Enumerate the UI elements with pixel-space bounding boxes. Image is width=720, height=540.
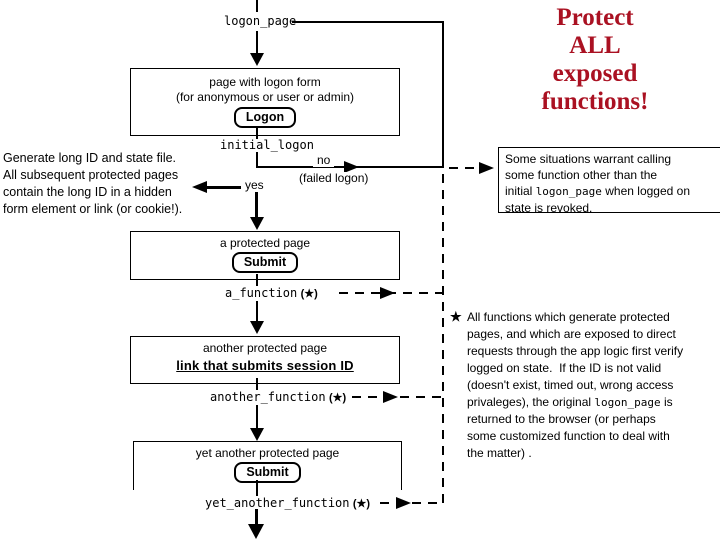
revoke-dash-arrow-line (449, 167, 479, 169)
yes-label: yes (242, 179, 267, 192)
no-arrowhead (344, 161, 359, 173)
logon-form-line1: page with logon form (209, 75, 321, 89)
protected-page-box: a protected page Submit (130, 231, 400, 280)
poster-title-line: Protect (556, 4, 634, 31)
another-function-name: another_function (210, 390, 326, 404)
yet-another-function-name: yet_another_function (205, 496, 350, 510)
connector-line (256, 480, 258, 496)
note-arrow-line (205, 186, 241, 189)
entry-stub-line (256, 0, 258, 12)
down-arrowhead (250, 53, 264, 66)
note-left-arrowhead (192, 181, 207, 193)
submit-button-1[interactable]: Submit (231, 252, 299, 273)
revoke-dash-line (442, 174, 444, 505)
down-arrowhead (250, 428, 264, 441)
arrow-stem (256, 405, 258, 429)
connector-line (256, 378, 258, 391)
loop-line-right (442, 21, 444, 168)
logon-form-line2: (for anonymous or user or admin) (175, 90, 355, 104)
connector-line (256, 274, 258, 287)
another-function-marker: (★) (328, 392, 347, 404)
yet-another-function-dash-line (380, 502, 443, 504)
another-page-title: another protected page (202, 341, 328, 355)
no-label: no (313, 154, 335, 167)
protected-page-title: a protected page (219, 236, 311, 250)
a-function-marker: (★) (300, 288, 318, 300)
poster-title-line: functions! (541, 88, 649, 115)
yet-another-page-box: yet another protected page Submit (133, 441, 402, 490)
session-id-link[interactable]: link that submits session ID (176, 358, 354, 373)
poster-title: Protect ALL exposed functions! (505, 4, 685, 116)
logon-button[interactable]: Logon (233, 107, 297, 128)
arrow-stem (256, 31, 258, 55)
down-arrowhead (250, 321, 264, 334)
a-function-label: a_function (★) (225, 286, 318, 301)
entry-label: logon_page (224, 14, 297, 28)
a-function-arrowhead (380, 287, 395, 299)
submit-button-2[interactable]: Submit (234, 462, 301, 483)
arrow-stem (255, 192, 258, 219)
another-function-arrowhead (383, 391, 398, 403)
generate-note: Generate long ID and state file.All subs… (3, 151, 183, 216)
final-down-arrowhead (248, 524, 264, 539)
another-function-label: another_function (★) (210, 390, 347, 405)
yet-another-function-marker: (★) (352, 498, 371, 510)
revoke-arrowhead (479, 162, 494, 174)
poster-title-line: ALL (569, 32, 621, 59)
logon-form-box: page with logon form (for anonymous or u… (130, 68, 400, 136)
failed-logon-label: (failed logon) (299, 171, 369, 185)
arrow-stem (256, 301, 258, 323)
yet-another-page-title: yet another protected page (195, 446, 340, 460)
arrow-stem (255, 509, 258, 526)
yet-another-function-label: yet_another_function (★) (205, 496, 371, 511)
footnote-marker: ★ (450, 309, 462, 324)
decision-label: initial_logon (220, 138, 314, 152)
another-page-box: another protected page link that submits… (130, 336, 400, 384)
down-arrowhead (250, 217, 264, 230)
poster-title-line: exposed (552, 60, 638, 87)
yet-another-function-arrowhead (396, 497, 411, 509)
loop-line-top (292, 21, 444, 23)
a-function-name: a_function (225, 286, 298, 300)
